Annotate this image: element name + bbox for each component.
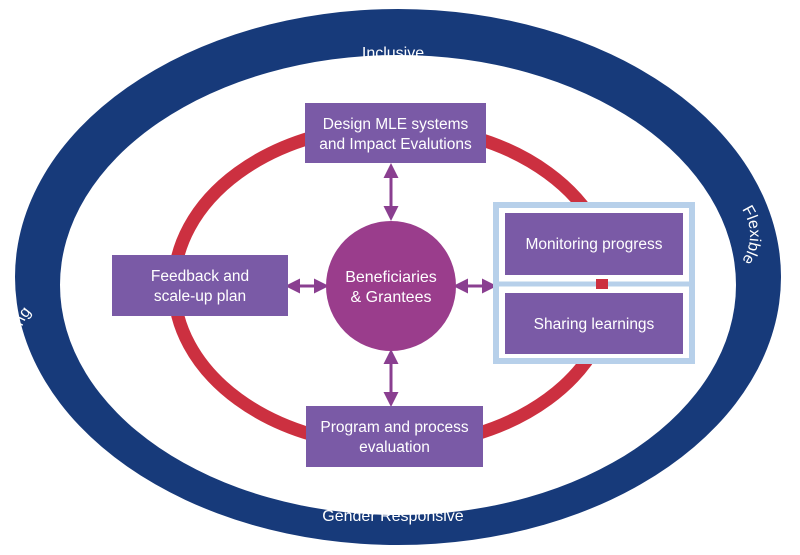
center-circle: Beneficiaries & Grantees <box>326 221 456 351</box>
center-label-line2: & Grantees <box>351 289 432 306</box>
box-feedback: Feedback and scale-up plan <box>112 255 288 316</box>
ring-label-inclusive: Inclusive <box>362 45 424 62</box>
box-monitoring-progress-label: Monitoring progress <box>526 236 663 253</box>
ring-gap-accent <box>596 279 608 289</box>
box-sharing-learnings-label: Sharing learnings <box>534 316 655 333</box>
box-feedback-line1: Feedback and <box>151 268 249 285</box>
box-sharing-learnings: Sharing learnings <box>505 293 683 354</box>
ring-label-gender-responsive: Gender Responsive <box>322 508 464 525</box>
box-program-evaluation: Program and process evaluation <box>306 406 483 467</box>
box-design-mle-line2: and Impact Evalutions <box>319 136 472 153</box>
box-feedback-line2: scale-up plan <box>154 288 246 305</box>
box-monitoring-progress: Monitoring progress <box>505 213 683 275</box>
box-program-evaluation-line2: evaluation <box>359 439 430 456</box>
box-design-mle-line1: Design MLE systems <box>323 116 469 133</box>
box-program-evaluation-line1: Program and process <box>320 419 468 436</box>
center-label-line1: Beneficiaries <box>345 269 437 286</box>
box-design-mle: Design MLE systems and Impact Evalutions <box>305 103 486 163</box>
